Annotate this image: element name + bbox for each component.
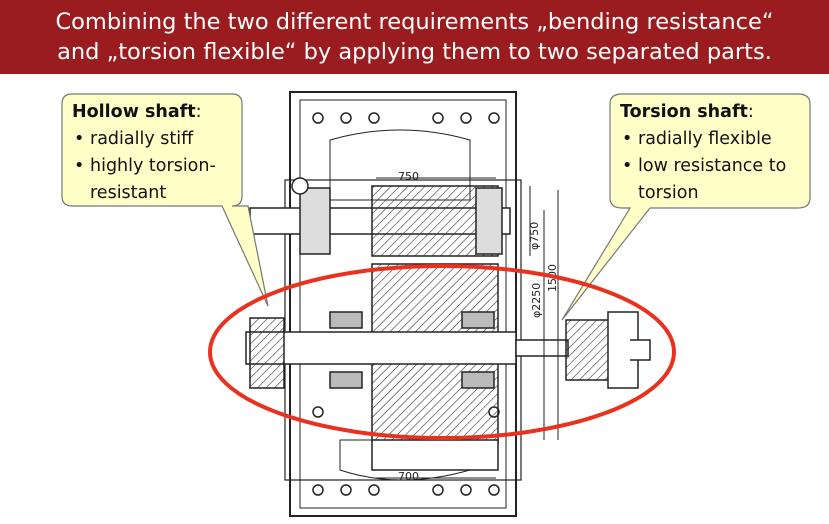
header-line-1: Combining the two different requirements… bbox=[55, 9, 774, 35]
hollow-shaft-item: radially stiff bbox=[72, 126, 216, 153]
dimension-dia-large: φ2250 bbox=[530, 283, 543, 318]
header-line-2: and „torsion flexible“ by applying them … bbox=[57, 39, 772, 65]
housing-bolts bbox=[312, 112, 500, 496]
torsion-shaft-title: Torsion shaft bbox=[620, 102, 748, 122]
torsion-shaft-item: radially flexible bbox=[620, 126, 786, 153]
hollow-shaft-title: Hollow shaft bbox=[72, 102, 196, 122]
dimension-top-width: 750 bbox=[398, 170, 419, 183]
highlight-ellipse bbox=[208, 264, 676, 440]
dimension-lines bbox=[376, 177, 559, 479]
hollow-shaft-item-cont: resistant bbox=[90, 183, 167, 203]
header-banner: Combining the two different requirements… bbox=[0, 0, 829, 74]
gearbox-housing bbox=[284, 91, 522, 517]
output-shaft bbox=[245, 311, 651, 389]
hollow-shaft-item: highly torsion- bbox=[72, 153, 216, 180]
dimension-bottom-width: 700 bbox=[398, 470, 419, 483]
torsion-shaft-callout: Torsion shaft: radially flexible low res… bbox=[620, 99, 786, 207]
hollow-shaft-callout: Hollow shaft: radially stiff highly tors… bbox=[72, 99, 216, 207]
dimension-dia-small: φ750 bbox=[528, 222, 541, 250]
torsion-shaft-item-cont: torsion bbox=[638, 183, 699, 203]
torsion-shaft-item: low resistance to bbox=[620, 153, 786, 180]
